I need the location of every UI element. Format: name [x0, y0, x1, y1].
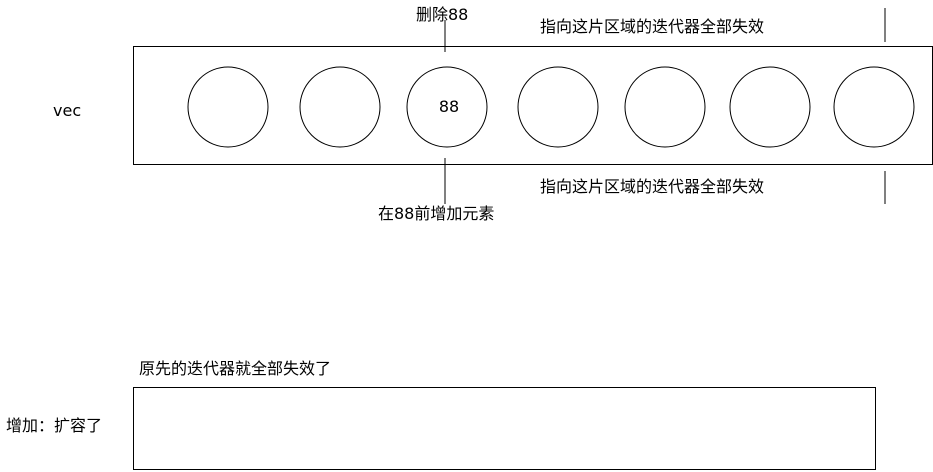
vec-element-3	[517, 66, 599, 148]
vec-element-value: 88	[439, 97, 459, 116]
vec-element-4	[624, 66, 706, 148]
grow-label: 增加：扩容了	[6, 416, 103, 435]
expanded-vec-box	[133, 387, 876, 470]
invalid-range-bottom-label: 指向这片区域的迭代器全部失效	[540, 177, 765, 196]
vec-label: vec	[53, 101, 82, 120]
vec-elements: 88	[187, 66, 915, 148]
invalid-range-top-label: 指向这片区域的迭代器全部失效	[540, 17, 765, 36]
vec-element-0	[187, 66, 269, 148]
vec-element-6	[833, 66, 915, 148]
vec-element-5	[729, 66, 811, 148]
insert-label: 在88前增加元素	[378, 204, 495, 223]
vec-element-2	[406, 66, 488, 148]
delete-label: 删除88	[416, 5, 469, 24]
vec-element-1	[299, 66, 381, 148]
grow-caption: 原先的迭代器就全部失效了	[139, 359, 332, 378]
